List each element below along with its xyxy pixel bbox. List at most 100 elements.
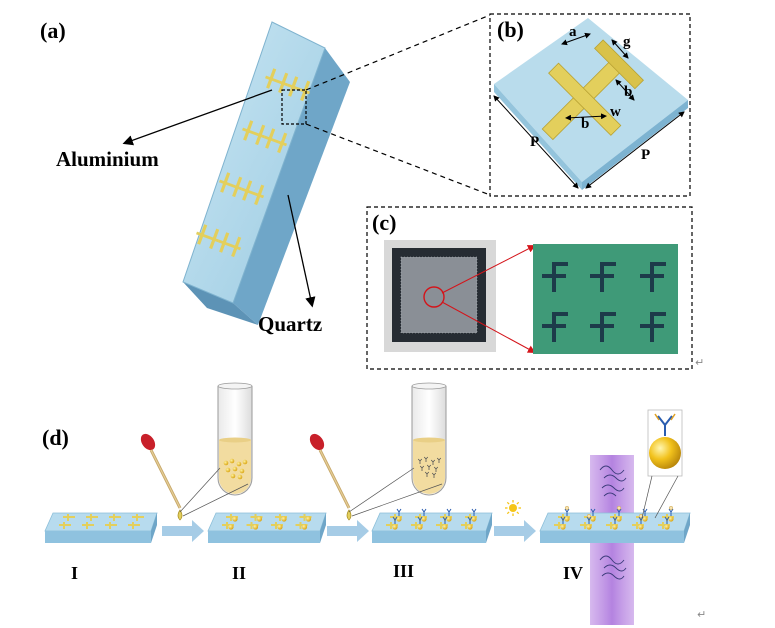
substrate-cross-bar <box>465 522 467 529</box>
substrate-antibody <box>586 516 592 524</box>
substrate-cross-bar <box>610 522 612 529</box>
substrate-antibody <box>638 516 644 524</box>
tube-nanoparticle <box>229 458 235 464</box>
substrate-side <box>320 513 326 543</box>
sample-highlight-circle <box>423 286 445 308</box>
tube-nanoparticle <box>239 468 245 474</box>
substrate-nanoparticle <box>442 524 448 530</box>
panel-label-c: (c) <box>372 210 397 235</box>
tube-nanoparticle <box>223 460 229 466</box>
aluminium-cross <box>218 232 242 258</box>
substrate-cross-bar <box>666 514 668 521</box>
dim-label-b-left: b <box>581 116 590 132</box>
substrate-cross-bar <box>419 514 421 521</box>
micro-bar <box>542 274 566 278</box>
substrate-cross-bar <box>584 522 586 529</box>
substrate-stage-3 <box>371 508 493 543</box>
cross-bar <box>218 239 241 251</box>
micrograph-structures <box>542 262 666 342</box>
cross-bar <box>265 75 288 87</box>
zoom-line-top <box>305 14 491 91</box>
tube-nanoparticle <box>230 473 236 479</box>
step-label-3: III <box>393 561 415 581</box>
substrate-antibody <box>560 516 566 524</box>
guide-line-2b <box>351 483 443 517</box>
sample-photo-array <box>401 257 477 333</box>
substrate-nanoparticle <box>616 516 622 522</box>
substrate-nanoparticle <box>471 516 477 522</box>
cross-bar <box>196 231 219 243</box>
substrate-cross-bar <box>67 514 69 521</box>
micro-bar <box>600 262 616 266</box>
nanoparticle-suspension <box>223 458 248 480</box>
slab-side-face <box>233 48 350 325</box>
substrate-nanoparticle <box>256 516 263 522</box>
cross-bar <box>241 187 264 199</box>
micro-bar <box>590 324 614 328</box>
quartz-label: Quartz <box>258 312 323 336</box>
guide-line-1b <box>182 483 249 517</box>
substrate-nanoparticle <box>281 516 287 522</box>
micro-bar <box>552 312 568 316</box>
substrate-cross-bar <box>662 522 664 529</box>
substrate-antibody <box>471 508 477 516</box>
substrate-nanoparticle <box>664 524 670 530</box>
dim-arrow-a <box>561 32 591 46</box>
micrograph-cross <box>590 262 616 292</box>
test-tube-icon <box>217 382 253 496</box>
substrate-cross-bar <box>303 514 306 521</box>
tube-antibody <box>423 456 429 462</box>
test-tube-icon <box>411 382 447 496</box>
substrate-top <box>207 512 327 532</box>
step-label-4: IV <box>563 563 584 583</box>
aluminium-cross <box>265 68 289 94</box>
tube-antibody <box>424 471 430 477</box>
tube-antibody <box>419 465 425 471</box>
substrate-antibody <box>564 508 570 516</box>
nanoparticle-icon <box>649 437 681 469</box>
inset-guide-b <box>654 475 679 519</box>
substrate-nanoparticle <box>392 524 398 530</box>
micro-bar <box>600 312 616 316</box>
sample-photo-texture <box>400 256 478 334</box>
zoom-region-box <box>281 89 307 125</box>
substrate-nanoparticle <box>301 524 308 530</box>
micro-bar <box>590 274 614 278</box>
substrate-nanoparticle <box>467 524 473 530</box>
substrate-front <box>540 531 684 543</box>
micro-bar <box>650 262 666 266</box>
substrate-cross-bar <box>63 522 65 529</box>
inset-guide-a <box>641 475 653 519</box>
zoom-arrow-lower <box>441 301 536 353</box>
substrate-cross-bar <box>390 522 392 529</box>
antibody-icon <box>654 413 676 436</box>
dim-arrow-b-right <box>615 79 635 101</box>
sample-photo <box>384 240 496 352</box>
substrate-side <box>486 513 492 543</box>
substrate-cross-bar <box>440 522 442 529</box>
substrate-antigen <box>616 505 622 511</box>
substrate-nanoparticle <box>586 524 592 530</box>
tube-nanoparticle <box>242 459 248 465</box>
antibody-suspension <box>417 456 442 478</box>
dim-arrow-p-right <box>585 111 685 189</box>
micrograph-cross <box>590 312 616 342</box>
guide-line-2a <box>348 467 415 513</box>
substrate-antibody <box>442 516 448 524</box>
micro-bar <box>640 324 664 328</box>
substrate-side <box>684 513 690 543</box>
substrate-cross-bar <box>230 514 232 521</box>
substrate-cross-bar <box>254 514 257 521</box>
aluminium-label: Aluminium <box>56 147 159 171</box>
pipette-icon <box>140 433 183 521</box>
substrate-cross-bar <box>614 514 616 521</box>
substrate-antibody <box>446 508 452 516</box>
substrate-antibody <box>612 516 618 524</box>
raman-signal-upper <box>599 465 627 497</box>
aluminium-cross <box>196 224 220 250</box>
substrate-antibody <box>396 508 402 516</box>
substrate-front <box>208 531 320 543</box>
substrate-antigen <box>564 505 570 511</box>
substrate-nanoparticle <box>228 524 234 530</box>
substrate-cross-bar <box>136 514 138 521</box>
